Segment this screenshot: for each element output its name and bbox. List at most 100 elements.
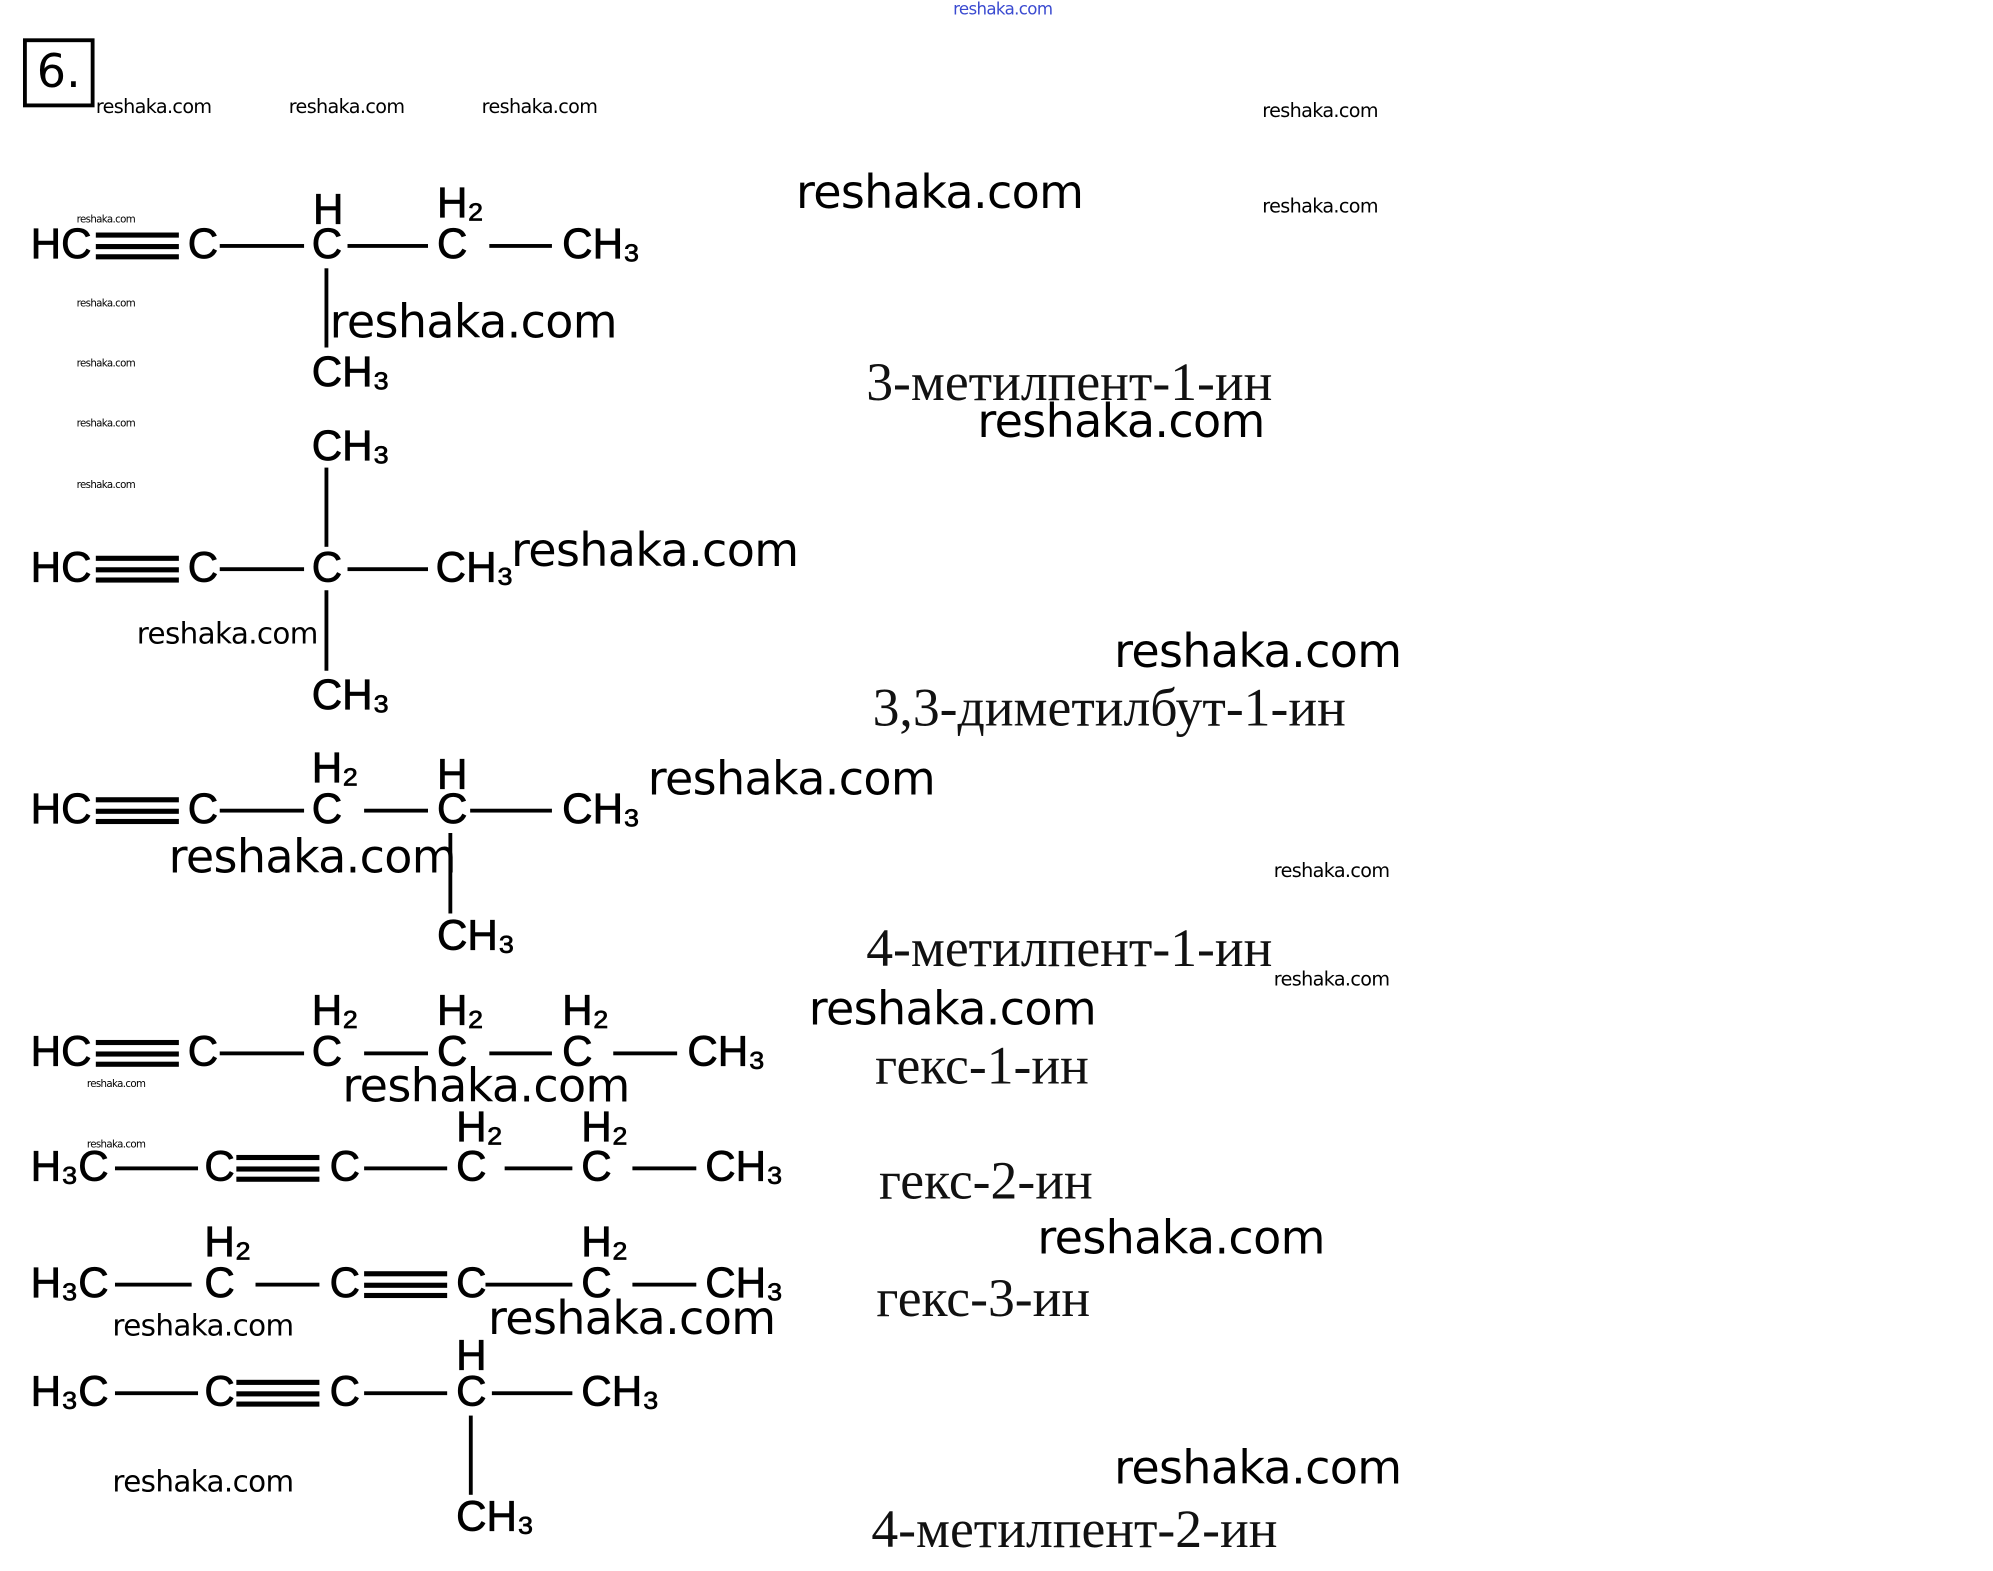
atom-label: HC xyxy=(30,1027,92,1075)
watermark-text: reshaka.com xyxy=(977,396,1265,449)
atom-label: C xyxy=(187,784,219,832)
single-bond xyxy=(219,808,305,813)
triple-bond-line xyxy=(95,577,179,583)
single-bond xyxy=(613,1050,678,1056)
atom-label: C xyxy=(329,1367,361,1415)
watermark-text: reshaka.com xyxy=(76,213,136,225)
triple-bond-line xyxy=(236,1379,320,1385)
atom-label: H₂ xyxy=(204,1217,252,1265)
single-bond xyxy=(347,566,428,572)
atom-label: H₂ xyxy=(562,986,610,1034)
triple-bond-line xyxy=(95,254,179,260)
triple-bond-line xyxy=(95,1050,179,1056)
triple-bond-line xyxy=(364,1292,448,1299)
single-bond xyxy=(114,1282,192,1287)
triple-bond-line xyxy=(95,232,179,238)
atom-label: H xyxy=(313,185,344,233)
watermark-text: reshaka.com xyxy=(1114,626,1402,679)
single-bond xyxy=(632,1282,697,1287)
atom-label: H₂ xyxy=(311,986,359,1034)
triple-bond-line xyxy=(236,1154,320,1161)
atom-label: H₃C xyxy=(30,1367,109,1415)
atom-label: CH₃ xyxy=(687,1027,766,1075)
triple-bond-line xyxy=(364,1271,448,1277)
single-bond xyxy=(470,808,552,813)
watermark-text: reshaka.com xyxy=(1273,859,1390,883)
atom-label: CH₃ xyxy=(705,1258,784,1306)
single-bond xyxy=(504,1165,573,1171)
atom-label: C xyxy=(187,1027,219,1075)
triple-bond-line xyxy=(236,1390,320,1396)
triple-bond-line xyxy=(95,818,179,825)
watermark-text: reshaka.com xyxy=(808,983,1097,1037)
atom-label: C xyxy=(456,1258,487,1306)
single-bond xyxy=(219,243,305,248)
triple-bond-line xyxy=(95,243,179,249)
triple-bond-line xyxy=(236,1401,320,1407)
watermark-text: reshaka.com xyxy=(1262,99,1378,123)
watermark-text: reshaka.com xyxy=(329,296,618,349)
atom-label: CH₃ xyxy=(311,670,390,719)
atom-label: C xyxy=(436,219,468,268)
compound-name: гекс-2-ин xyxy=(878,1152,1093,1212)
single-bond xyxy=(219,1050,305,1056)
atom-label: HC xyxy=(30,542,92,591)
atom-label: CH₃ xyxy=(311,421,390,469)
triple-bond-line xyxy=(95,808,179,814)
atom-label: C xyxy=(311,784,343,832)
atom-label: C xyxy=(436,1027,468,1075)
single-bond xyxy=(323,590,328,671)
watermark-text: reshaka.com xyxy=(342,1060,630,1113)
atom-label: H₂ xyxy=(311,743,359,791)
single-bond xyxy=(114,1165,199,1171)
atom-label: C xyxy=(204,1258,235,1306)
atom-label: CH₃ xyxy=(435,542,514,591)
watermark-text: reshaka.com xyxy=(95,95,212,119)
single-bond xyxy=(468,1415,473,1495)
watermark-text: reshaka.com xyxy=(511,525,799,578)
atom-label: C xyxy=(436,784,468,832)
single-bond xyxy=(364,808,428,813)
atom-label: C xyxy=(187,542,219,591)
triple-bond-line xyxy=(364,1282,448,1288)
triple-bond-line xyxy=(95,566,179,572)
single-bond xyxy=(323,467,328,547)
single-bond xyxy=(323,268,328,348)
watermark-text: reshaka.com xyxy=(86,1078,146,1090)
compound-name: 4-метилпент-1-ин xyxy=(866,919,1273,979)
atom-label: C xyxy=(187,219,219,268)
atom-label: H₃C xyxy=(30,1258,109,1306)
triple-bond-line xyxy=(236,1176,320,1182)
task-number-box: 6. xyxy=(22,38,95,108)
single-bond xyxy=(485,1282,573,1287)
atom-label: C xyxy=(204,1367,235,1415)
atom-label: CH₃ xyxy=(705,1142,784,1190)
triple-bond-line xyxy=(95,1061,179,1067)
atom-label: H₂ xyxy=(436,986,485,1034)
single-bond xyxy=(219,566,305,572)
atom-label: H₂ xyxy=(456,1102,504,1150)
single-bond xyxy=(364,1050,428,1056)
single-bond xyxy=(489,1050,552,1056)
atom-label: H xyxy=(436,749,468,798)
triple-bond-line xyxy=(95,1039,179,1046)
atom-label: C xyxy=(311,219,343,268)
single-bond xyxy=(364,1390,448,1396)
atom-label: CH₃ xyxy=(562,784,641,832)
compound-name: гекс-1-ин xyxy=(875,1037,1089,1097)
compound-name: гекс-3-ин xyxy=(876,1269,1091,1329)
atom-label: H xyxy=(456,1331,487,1379)
single-bond xyxy=(489,243,552,248)
watermark-text: reshaka.com xyxy=(288,95,405,119)
atom-label: H₃C xyxy=(30,1142,109,1190)
watermark-text: reshaka.com xyxy=(1262,194,1378,218)
triple-bond-line xyxy=(95,555,179,561)
single-bond xyxy=(347,243,428,248)
watermark-text: reshaka.com xyxy=(488,1292,776,1346)
single-bond xyxy=(255,1282,320,1287)
single-bond xyxy=(632,1165,697,1171)
single-bond xyxy=(491,1390,573,1396)
watermark-text: reshaka.com xyxy=(76,479,136,491)
atom-label: C xyxy=(581,1142,612,1190)
